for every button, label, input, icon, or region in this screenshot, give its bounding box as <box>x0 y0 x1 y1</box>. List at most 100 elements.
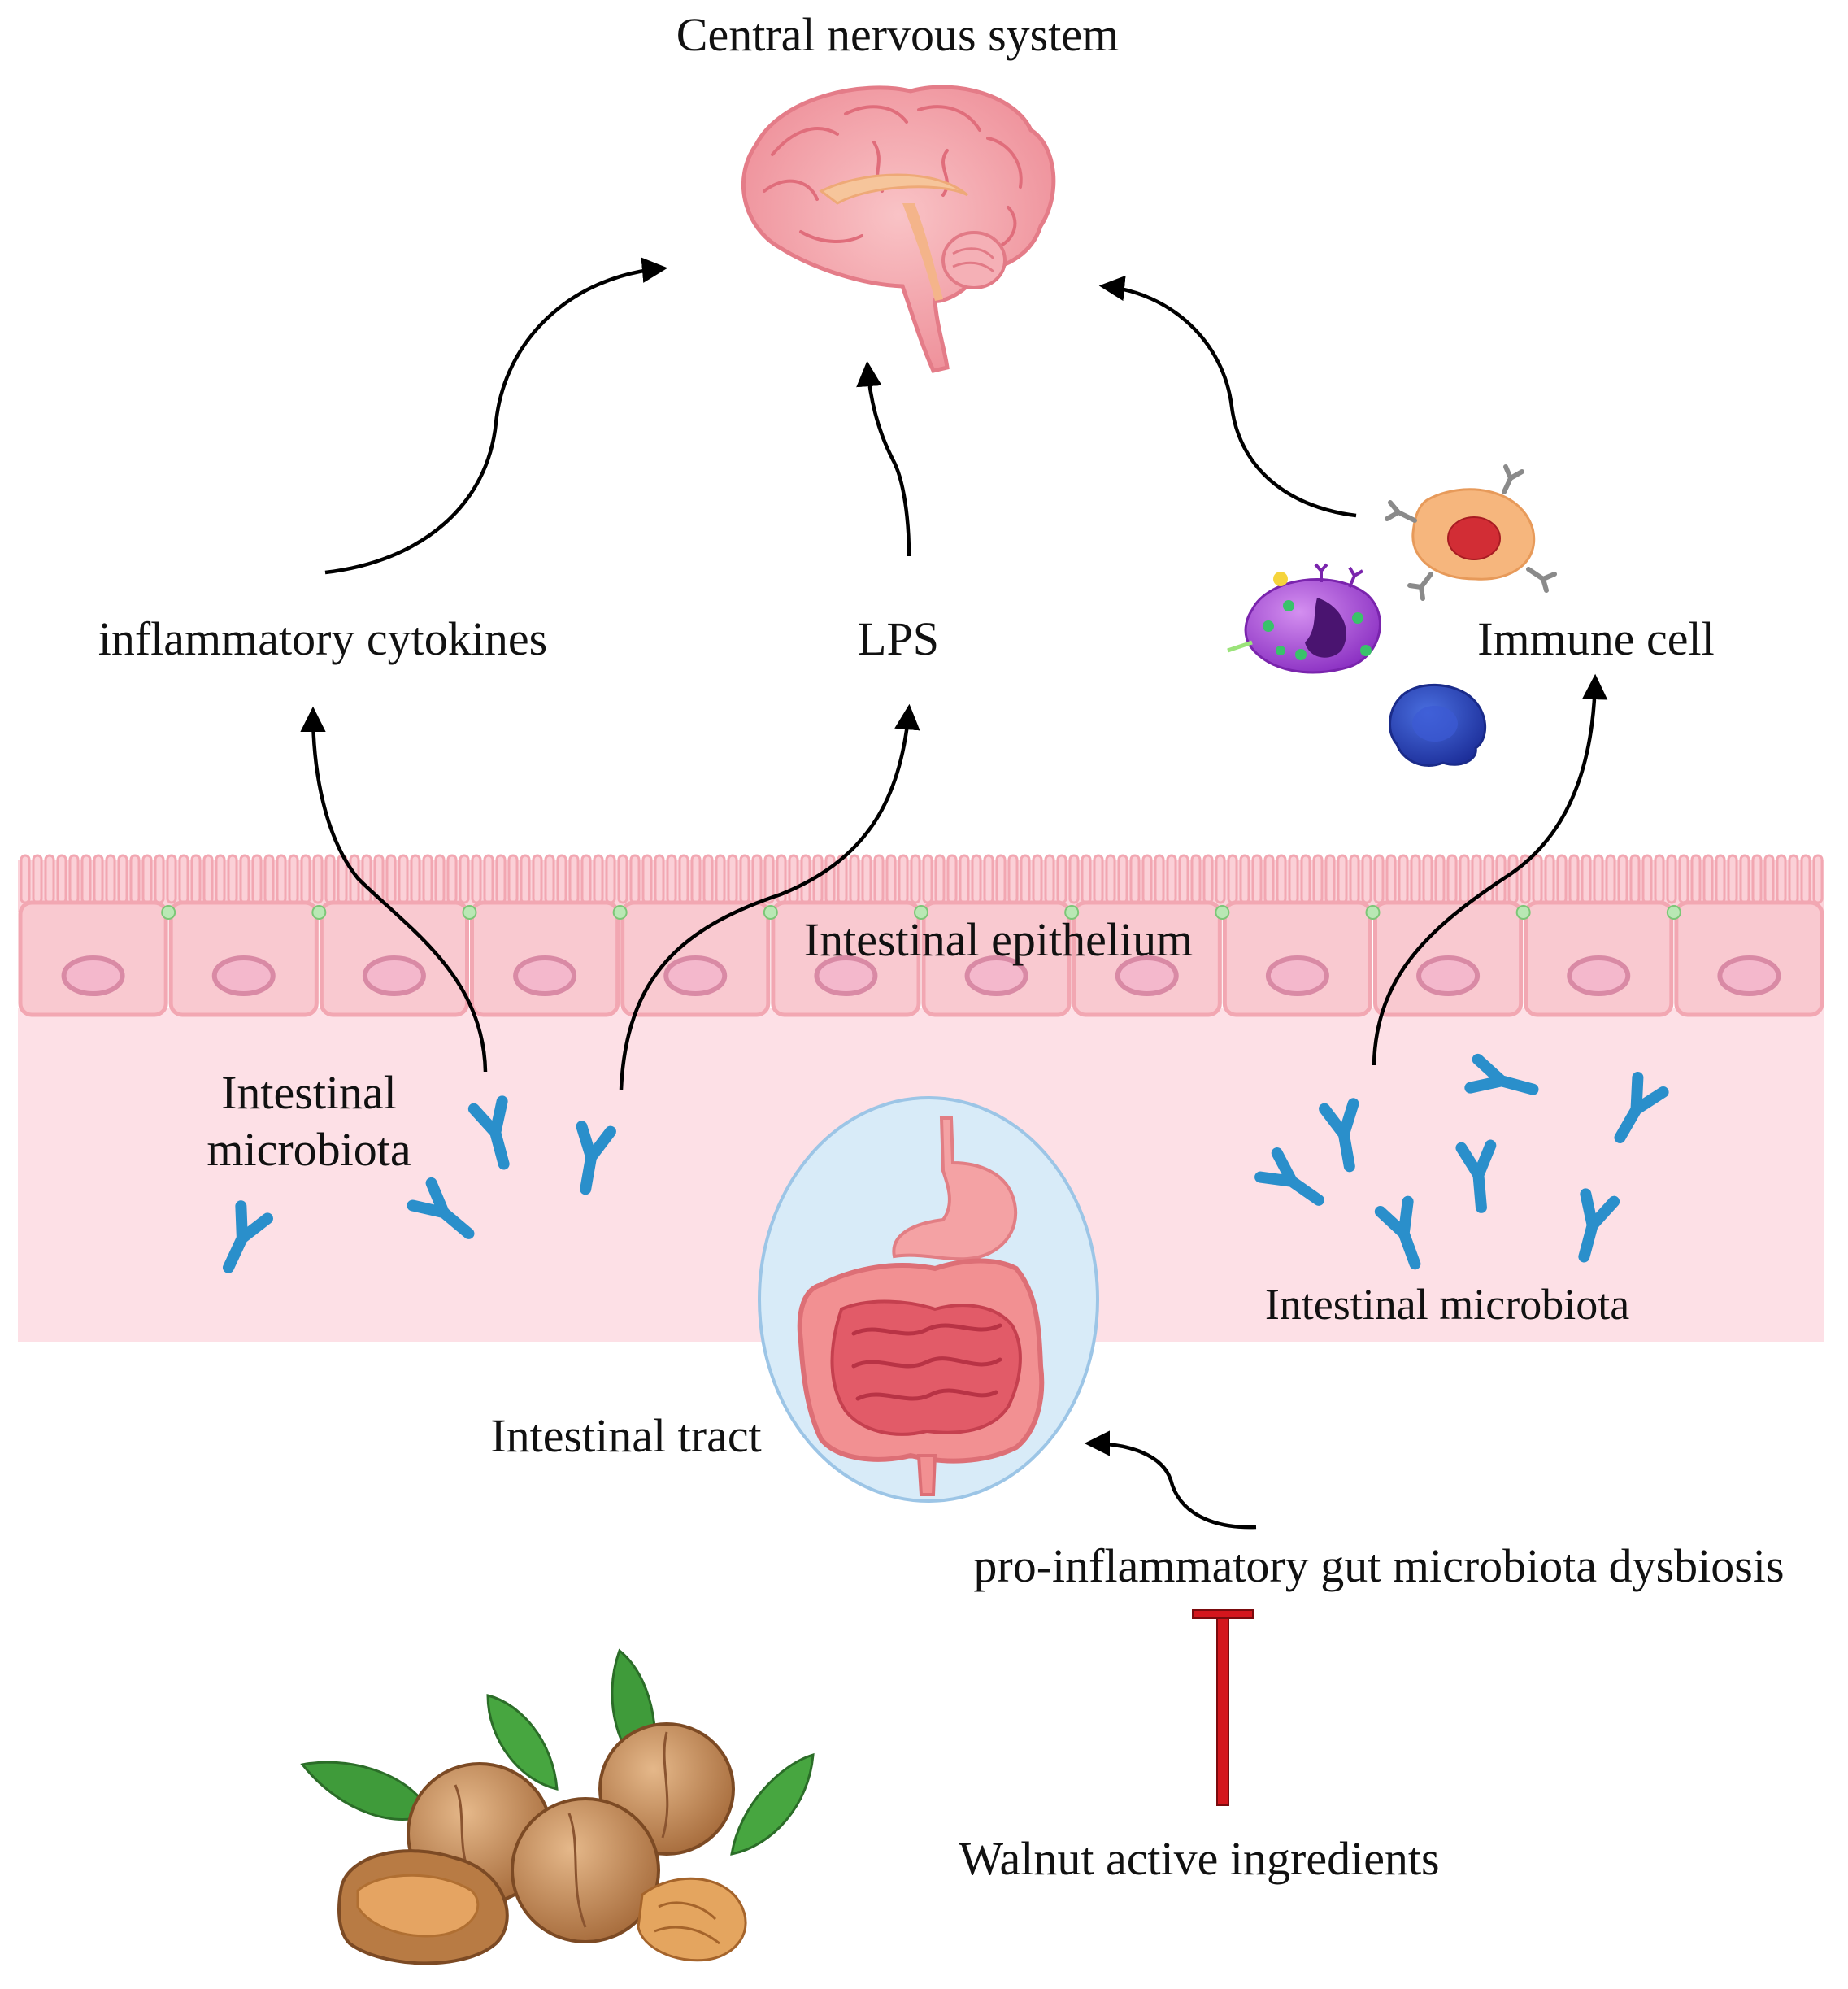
microvillus <box>946 854 958 904</box>
microvillus <box>849 854 860 904</box>
immune-cell-icon <box>1227 464 1557 767</box>
cell-nucleus <box>964 955 1028 996</box>
microvillus <box>1544 854 1555 904</box>
microvillus <box>20 854 31 904</box>
microvillus <box>1239 854 1250 904</box>
microvillus <box>56 854 67 904</box>
microvillus <box>1288 854 1299 904</box>
microvillus <box>215 854 226 904</box>
microvillus <box>1312 854 1324 904</box>
microvillus <box>1044 854 1055 904</box>
microvillus <box>971 854 982 904</box>
microvillus <box>861 854 872 904</box>
microvillus <box>1398 854 1409 904</box>
microvillus <box>544 854 555 904</box>
tight-junction <box>914 905 928 920</box>
microvillus <box>520 854 531 904</box>
tight-junction <box>462 905 477 920</box>
microvillus <box>751 854 763 904</box>
microvillus <box>129 854 141 904</box>
microvillus <box>300 854 311 904</box>
bacteria-icon <box>1464 1053 1539 1095</box>
microvillus <box>1763 854 1775 904</box>
microvillus <box>483 854 494 904</box>
microvillus <box>1068 854 1080 904</box>
microvillus <box>312 854 324 904</box>
microvillus <box>471 854 482 904</box>
cell-nucleus <box>814 955 878 996</box>
microvillus <box>763 854 775 904</box>
microvillus <box>1690 854 1702 904</box>
microvillus <box>1300 854 1311 904</box>
microvillus <box>727 854 738 904</box>
microvillus <box>1459 854 1470 904</box>
microvillus <box>556 854 567 904</box>
microvillus <box>1373 854 1385 904</box>
microvillus <box>715 854 726 904</box>
microvillus <box>398 854 409 904</box>
microvillus <box>1410 854 1421 904</box>
bacteria-icon <box>1319 1098 1359 1173</box>
cell-nucleus <box>1717 955 1781 996</box>
microvillus <box>263 854 275 904</box>
microvillus <box>605 854 616 904</box>
tight-junction <box>763 905 778 920</box>
microvillus <box>1776 854 1787 904</box>
microvillus <box>824 854 836 904</box>
label-dysbiosis: pro-inflammatory gut microbiota dysbiosi… <box>973 1539 1784 1592</box>
microvillus <box>1678 854 1689 904</box>
microvillus <box>800 854 811 904</box>
microvillus <box>702 854 714 904</box>
intestinal-epithelium-layer <box>18 854 1824 1017</box>
microvillus <box>410 854 421 904</box>
cell-nucleus <box>1567 955 1631 996</box>
microvillus <box>1568 854 1580 904</box>
label-intestinal-microbiota-left-line1: Intestinal <box>221 1066 397 1119</box>
walnut-icon <box>300 1648 815 1965</box>
microvillus <box>422 854 433 904</box>
label-intestinal-microbiota-right: Intestinal microbiota <box>1265 1280 1629 1329</box>
microvillus <box>580 854 592 904</box>
tight-junction <box>1515 905 1531 920</box>
microvillus <box>617 854 628 904</box>
cell-nucleus <box>1416 955 1481 996</box>
microvillus <box>934 854 946 904</box>
microvillus <box>1617 854 1628 904</box>
microvillus <box>93 854 104 904</box>
label-central-nervous-system: Central nervous system <box>676 8 1119 61</box>
bacteria-icon <box>467 1095 510 1170</box>
microvillus <box>1641 854 1653 904</box>
tight-junction <box>1666 905 1681 920</box>
microvillus <box>739 854 750 904</box>
arrow-lps-to-cns <box>856 360 911 557</box>
microvillus <box>959 854 970 904</box>
microvillus <box>678 854 689 904</box>
label-lps: LPS <box>858 612 939 665</box>
microvillus <box>1727 854 1738 904</box>
microvillus <box>1202 854 1214 904</box>
microvillus <box>1117 854 1128 904</box>
microvillus <box>1812 854 1824 904</box>
microvillus <box>1141 854 1153 904</box>
microvillus <box>1532 854 1543 904</box>
microvillus <box>995 854 1007 904</box>
microvillus <box>1105 854 1116 904</box>
microvillus <box>1263 854 1275 904</box>
microvillus <box>1081 854 1092 904</box>
microvillus <box>1215 854 1226 904</box>
microvillus <box>459 854 470 904</box>
label-walnut-active-ingredients: Walnut active ingredients <box>959 1832 1439 1885</box>
microvillus <box>1324 854 1336 904</box>
bacteria-icon <box>407 1177 475 1239</box>
label-intestinal-microbiota-left-line2: microbiota <box>207 1123 411 1176</box>
label-intestinal-epithelium: Intestinal epithelium <box>804 913 1193 966</box>
microvillus <box>202 854 214 904</box>
microvillus <box>1422 854 1433 904</box>
microvillus <box>1349 854 1360 904</box>
microvillus <box>885 854 897 904</box>
microvillus <box>324 854 336 904</box>
microvillus <box>154 854 165 904</box>
microvillus <box>361 854 372 904</box>
